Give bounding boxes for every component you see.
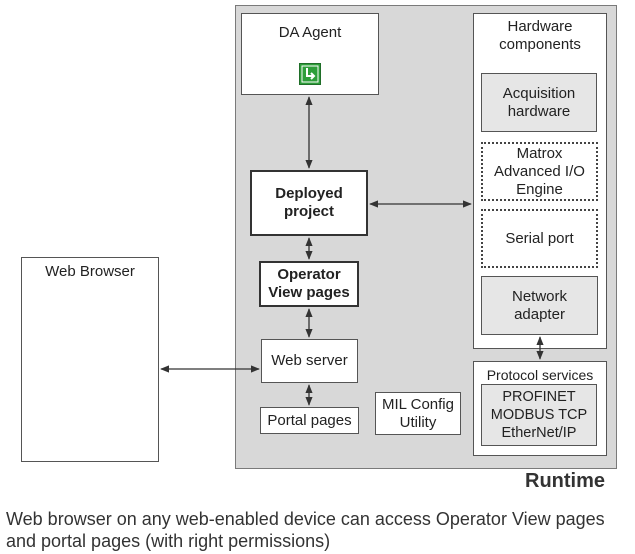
matrox-aio-engine-box: Matrox Advanced I/O Engine — [481, 142, 598, 201]
mil-config-utility-label: MIL Config Utility — [382, 395, 454, 431]
runtime-label: Runtime — [525, 470, 605, 492]
protocol-profinet: PROFINET — [502, 389, 576, 405]
protocol-services-title: Protocol services — [486, 367, 594, 383]
operator-view-pages-box: Operator View pages — [259, 261, 359, 307]
operator-view-pages-label: Operator View pages — [268, 266, 350, 301]
portal-pages-box: Portal pages — [260, 407, 359, 434]
caption: Web browser on any web-enabled device ca… — [6, 509, 605, 551]
serial-port-box: Serial port — [481, 209, 598, 268]
acquisition-hardware-box: Acquisition hardware — [481, 73, 597, 132]
protocol-list-box: PROFINET MODBUS TCP EtherNet/IP — [481, 384, 597, 446]
web-server-box: Web server — [261, 339, 358, 383]
network-adapter-label: Network adapter — [511, 287, 567, 323]
web-server-label: Web server — [271, 352, 348, 369]
portal-pages-label: Portal pages — [267, 411, 352, 429]
serial-port-label: Serial port — [505, 229, 574, 247]
protocol-modbus-tcp: MODBUS TCP — [490, 407, 588, 423]
web-browser-label: Web Browser — [45, 263, 135, 280]
deployed-project-box: Deployed project — [250, 170, 368, 236]
web-browser-box: Web Browser — [21, 257, 159, 462]
network-adapter-box: Network adapter — [481, 276, 598, 335]
mil-config-utility-box: MIL Config Utility — [375, 392, 461, 435]
deploy-icon — [299, 63, 321, 85]
acquisition-hardware-label: Acquisition hardware — [502, 84, 576, 120]
matrox-aio-engine-label: Matrox Advanced I/O Engine — [494, 144, 585, 198]
hardware-components-title: Hardware components — [499, 18, 581, 53]
deployed-project-label: Deployed project — [275, 185, 343, 220]
da-agent-label: DA Agent — [278, 24, 342, 41]
protocol-ethernet-ip: EtherNet/IP — [501, 425, 577, 441]
